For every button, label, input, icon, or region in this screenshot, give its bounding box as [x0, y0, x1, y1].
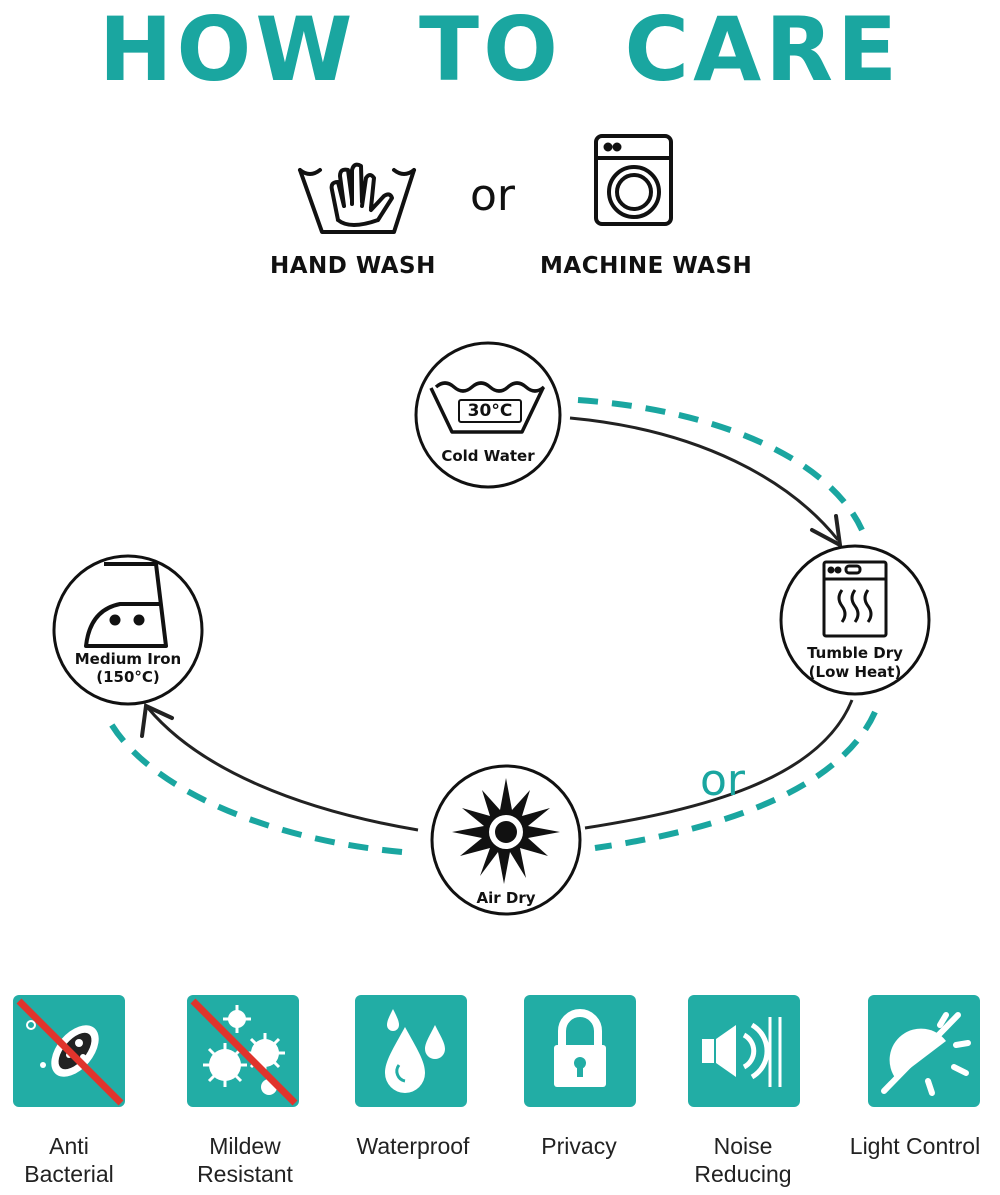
feature-noise-reducing [688, 995, 800, 1107]
feature-label-line1: Light Control [849, 1133, 981, 1159]
feature-label-anti-bacterial: Anti Bacterial [0, 1132, 154, 1188]
air-dry-step [430, 764, 582, 916]
feature-label-line2: Bacterial [24, 1161, 114, 1187]
tumble-dry-label-line2: (Low Heat) [808, 663, 902, 681]
tumble-dry-step [779, 544, 931, 696]
feature-label-line1: Waterproof [356, 1133, 470, 1159]
feature-label-mildew-resistant: Mildew Resistant [160, 1132, 330, 1188]
feature-label-line1: Anti [49, 1133, 89, 1159]
iron-label-line1: Medium Iron [74, 650, 182, 668]
care-diagram [52, 134, 931, 916]
feature-label-light-control: Light Control [830, 1132, 1000, 1160]
tumble-dry-label-line1: Tumble Dry [807, 644, 903, 662]
wash-tub-icon [429, 381, 546, 434]
cold-water-label: Cold Water [441, 447, 535, 465]
dashed-route [107, 397, 878, 855]
feature-label-line1: Privacy [541, 1133, 617, 1159]
iron-icon [84, 562, 168, 648]
feature-privacy [524, 995, 636, 1107]
feature-anti-bacterial [13, 995, 125, 1107]
iron-label-line2: (150°C) [96, 668, 160, 686]
hand-wash-icon [298, 162, 416, 234]
dryer-icon [822, 560, 888, 638]
feature-label-line1: Noise [713, 1133, 773, 1159]
lock-icon [554, 1009, 606, 1087]
feature-label-noise-reducing: Noise Reducing [658, 1132, 828, 1188]
page-title: HOW TO CARE [98, 0, 902, 101]
iron-step [52, 554, 204, 706]
cycle-arrows [146, 416, 854, 832]
sun-icon [452, 778, 560, 884]
or-route-label: or [700, 755, 746, 806]
feature-label-line1: Mildew [209, 1133, 281, 1159]
sun-block-icon [881, 1012, 971, 1096]
feature-label-privacy: Privacy [494, 1132, 664, 1160]
feature-label-line2: Reducing [694, 1161, 792, 1187]
washing-machine-icon [594, 134, 673, 226]
mildew-icon [190, 998, 298, 1106]
bacteria-icon [16, 998, 124, 1106]
arrow-heads [140, 514, 843, 738]
feature-light-control [868, 995, 980, 1107]
or-separator: or [470, 170, 516, 221]
feature-waterproof [355, 995, 467, 1107]
feature-label-waterproof: Waterproof [328, 1132, 498, 1160]
air-dry-label: Air Dry [476, 889, 536, 907]
machine-wash-label: MACHINE WASH [540, 253, 753, 279]
feature-mildew-resistant [187, 995, 299, 1107]
feature-label-line2: Resistant [197, 1161, 293, 1187]
water-drops-icon [385, 1009, 445, 1093]
cold-water-temp: 30°C [458, 399, 522, 423]
hand-wash-label: HAND WASH [270, 253, 436, 279]
speaker-icon [702, 1017, 782, 1087]
